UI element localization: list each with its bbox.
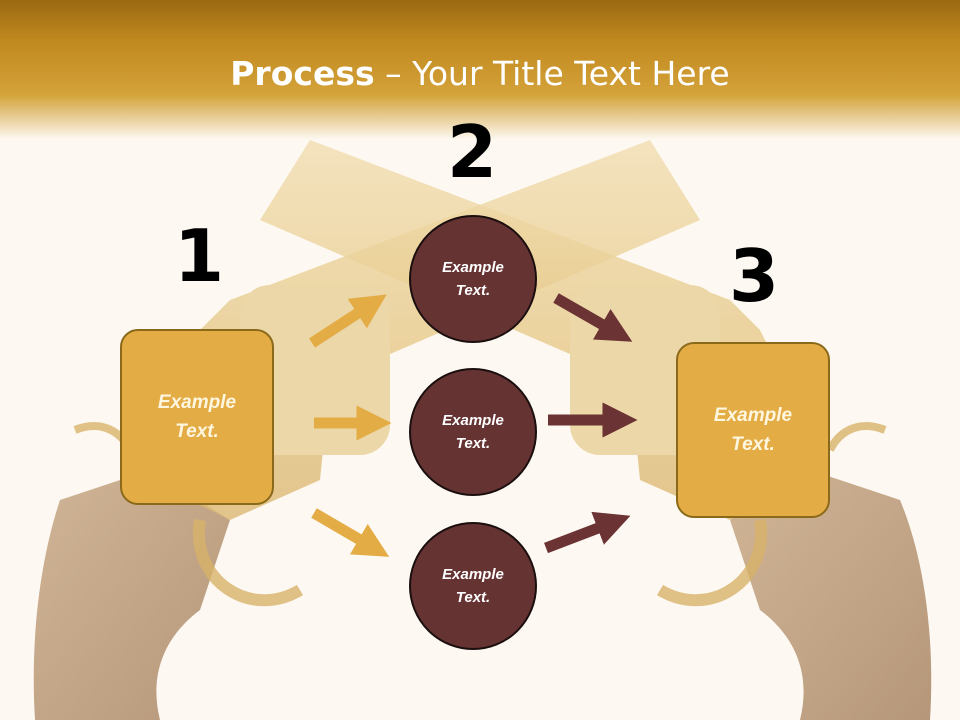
circle-bottom[interactable]: Example Text. xyxy=(409,522,537,650)
circle-bottom-text: Example Text. xyxy=(442,566,504,606)
left-grip-shape xyxy=(33,470,230,720)
arrow-maroon-up xyxy=(544,511,631,554)
right-grip-shape xyxy=(730,470,932,720)
circle-middle-text: Example Text. xyxy=(442,412,504,452)
step-3-box[interactable]: Example Text. xyxy=(676,342,830,518)
step-1-box[interactable]: Example Text. xyxy=(120,329,274,505)
title-rest-text: – Your Title Text Here xyxy=(374,54,730,93)
step-number-2: 2 xyxy=(446,110,498,194)
title-bar xyxy=(0,0,960,140)
circle-top-text: Example Text. xyxy=(442,259,504,299)
circle-middle[interactable]: Example Text. xyxy=(409,368,537,496)
arrow-maroon-down xyxy=(553,293,633,342)
step-3-box-text: Example Text. xyxy=(713,405,793,455)
step-number-1: 1 xyxy=(173,214,225,298)
slide-title: Process – Your Title Text Here xyxy=(0,52,960,96)
step-number-3: 3 xyxy=(728,234,780,318)
arrow-gold-up xyxy=(309,294,387,348)
step-1-box-text: Example Text. xyxy=(157,392,237,442)
circle-top[interactable]: Example Text. xyxy=(409,215,537,343)
title-bold-text: Process xyxy=(230,54,375,93)
arrow-gold-down xyxy=(311,508,390,557)
